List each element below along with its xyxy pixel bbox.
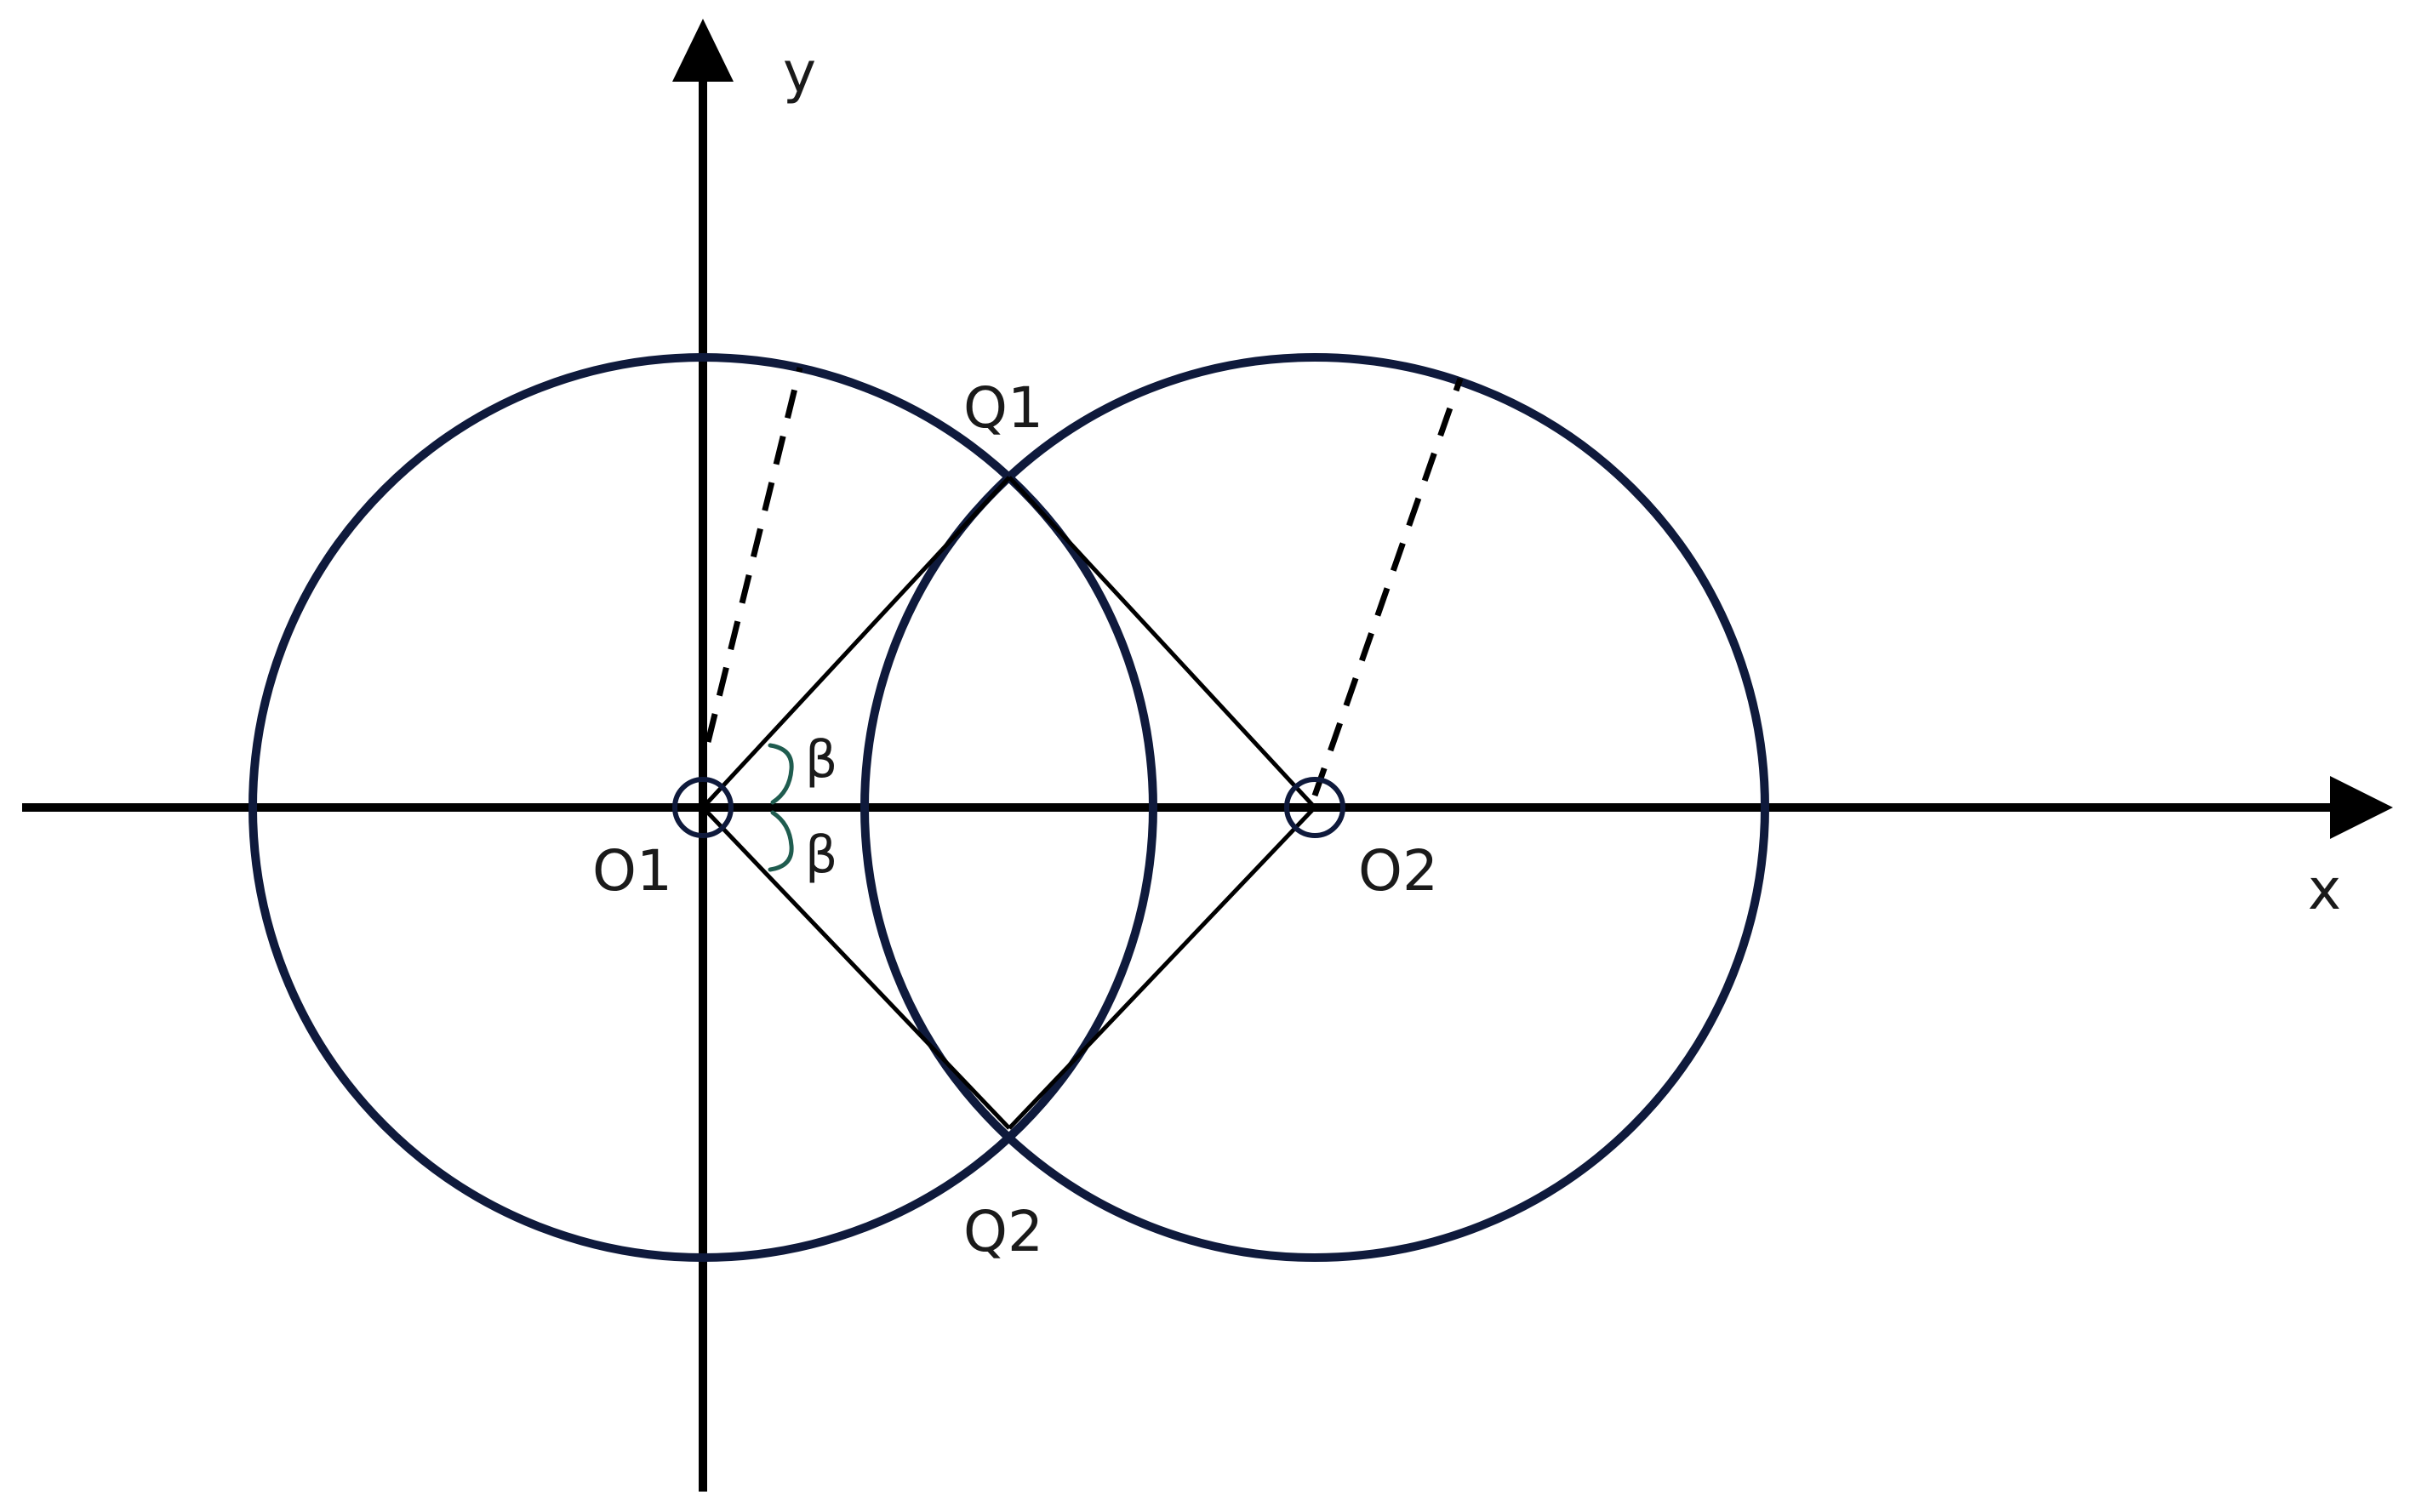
label-q2: Q2 [963, 1199, 1043, 1264]
segment-o1-q1 [701, 476, 1011, 809]
label-o2: O2 [1358, 838, 1438, 904]
dashed-radii [705, 367, 1464, 797]
rhombus [701, 476, 1316, 1130]
circle-o1 [248, 353, 1157, 1262]
segment-q2-o1 [701, 806, 1011, 1130]
y-axis-arrowhead [672, 19, 734, 82]
dashed-radius-o2 [1311, 377, 1464, 797]
circle-o2 [860, 353, 1769, 1262]
center-marker-o2 [1284, 777, 1345, 838]
label-beta-upper: β [805, 730, 837, 790]
label-o1: O1 [592, 838, 672, 904]
segment-o2-q2 [1008, 806, 1316, 1130]
label-y-axis: y [783, 40, 816, 106]
angle-brace-lower [768, 810, 794, 872]
label-beta-lower: β [805, 825, 837, 885]
segment-q1-o2 [1008, 476, 1316, 809]
center-marker-o1 [672, 777, 734, 838]
label-x-axis: x [2308, 857, 2341, 922]
dashed-radius-o1 [705, 367, 803, 743]
angle-braces [768, 743, 794, 872]
circles [248, 353, 1769, 1262]
axes [22, 19, 2393, 1492]
labels: y x O1 O2 Q1 Q2 β β [592, 40, 2341, 1264]
angle-brace-upper [768, 743, 794, 805]
label-q1: Q1 [963, 375, 1043, 441]
x-axis-arrowhead [2330, 776, 2393, 839]
center-markers [672, 777, 1345, 838]
